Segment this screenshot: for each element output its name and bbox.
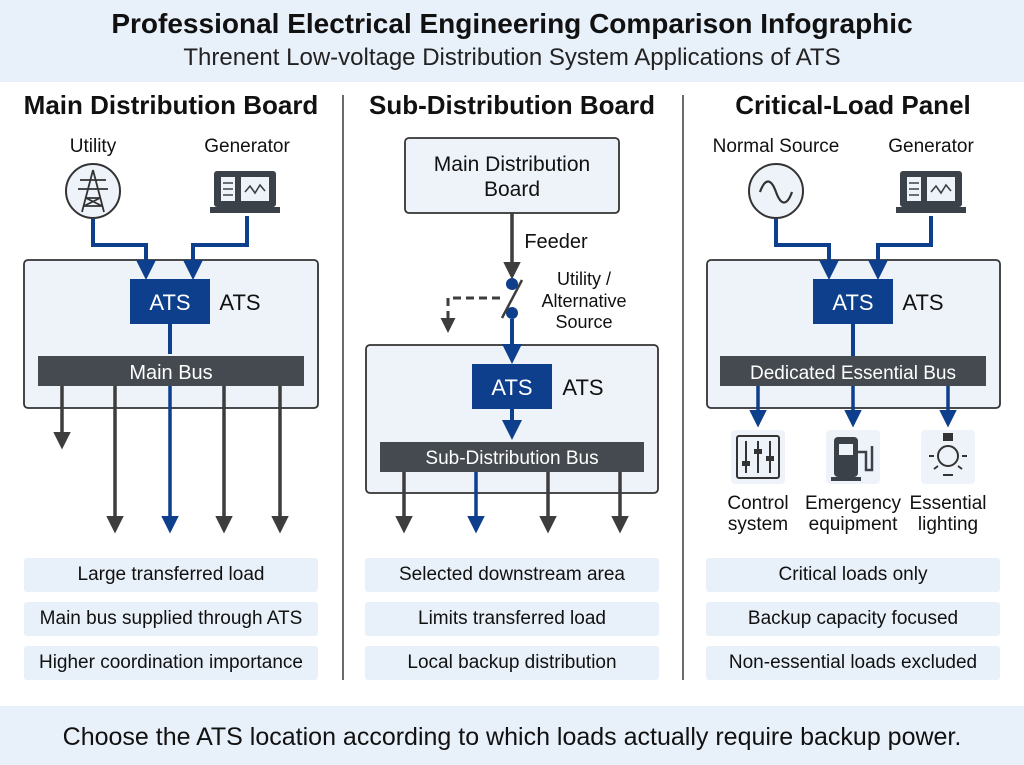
switch-contact <box>506 278 518 290</box>
source-label-utility: Utility <box>70 136 117 157</box>
ats-box <box>813 279 893 324</box>
note-pill: Higher coordination importance <box>24 646 318 680</box>
column-title: Critical-Load Panel <box>735 90 971 120</box>
generator-icon <box>210 171 280 213</box>
ats-box-label: ATS <box>491 375 532 400</box>
bus-label: Sub-Distribution Bus <box>425 448 598 469</box>
column-sub-distribution-board: Sub-Distribution Board Main Distribution… <box>365 90 659 534</box>
ats-box-label: ATS <box>832 290 873 315</box>
column-divider <box>682 95 684 680</box>
ats-side-label: ATS <box>219 290 260 315</box>
bus-label: Dedicated Essential Bus <box>750 363 956 384</box>
note-pill: Selected downstream area <box>365 558 659 592</box>
page-subtitle: Threnent Low-voltage Distribution System… <box>183 44 841 71</box>
utility-pylon-icon <box>65 163 121 219</box>
switch-contact <box>506 307 518 319</box>
column-critical-load-panel: Critical-Load Panel Normal Source Genera… <box>706 90 1001 535</box>
source-label-generator: Generator <box>204 136 290 157</box>
alt-source-line1: Utility / <box>557 269 611 289</box>
column-title: Main Distribution Board <box>24 90 319 120</box>
main-box-line1: Main Distribution <box>434 153 590 176</box>
column-title: Sub-Distribution Board <box>369 90 655 120</box>
fuel-pump-icon <box>826 430 880 484</box>
source-label-normal: Normal Source <box>713 136 840 157</box>
ats-box <box>472 364 552 409</box>
source-label-generator: Generator <box>888 136 974 157</box>
page-title: Professional Electrical Engineering Comp… <box>111 8 913 39</box>
note-pill: Large transferred load <box>24 558 318 592</box>
load-label-line2: equipment <box>809 514 898 535</box>
alt-source-line2: Alternative <box>541 291 626 311</box>
footer-band: Choose the ATS location according to whi… <box>0 706 1024 765</box>
feeder-label: Feeder <box>524 231 588 253</box>
load-label-line2: lighting <box>918 514 978 535</box>
bus-label: Main Bus <box>129 362 212 384</box>
note-pill: Local backup distribution <box>365 646 659 680</box>
main-box-line2: Board <box>484 178 540 201</box>
control-sliders-icon <box>731 430 785 484</box>
column-divider <box>342 95 344 680</box>
note-pill: Non-essential loads excluded <box>706 646 1000 680</box>
note-pill: Main bus supplied through ATS <box>24 602 318 636</box>
load-label-line2: system <box>728 514 788 535</box>
column-main-distribution-board: Main Distribution Board Utility Generato… <box>23 90 319 534</box>
load-label-line1: Emergency <box>805 493 902 514</box>
main-bus <box>38 356 304 386</box>
sub-distribution-bus <box>380 442 644 472</box>
light-bulb-icon <box>921 430 975 484</box>
ats-side-label: ATS <box>562 375 603 400</box>
ats-box-label: ATS <box>149 290 190 315</box>
header-band: Professional Electrical Engineering Comp… <box>0 0 1024 82</box>
load-label-line1: Control <box>727 493 788 514</box>
ats-box <box>130 279 210 324</box>
footer-text: Choose the ATS location according to whi… <box>62 723 962 751</box>
load-label-line1: Essential <box>909 493 986 514</box>
note-pill: Critical loads only <box>706 558 1000 592</box>
generator-icon <box>896 171 966 213</box>
note-pill: Backup capacity focused <box>706 602 1000 636</box>
alt-source-line3: Source <box>555 312 612 332</box>
ats-side-label: ATS <box>902 290 943 315</box>
note-pill: Limits transferred load <box>365 602 659 636</box>
ac-source-icon <box>748 163 804 219</box>
essential-bus <box>720 356 986 386</box>
